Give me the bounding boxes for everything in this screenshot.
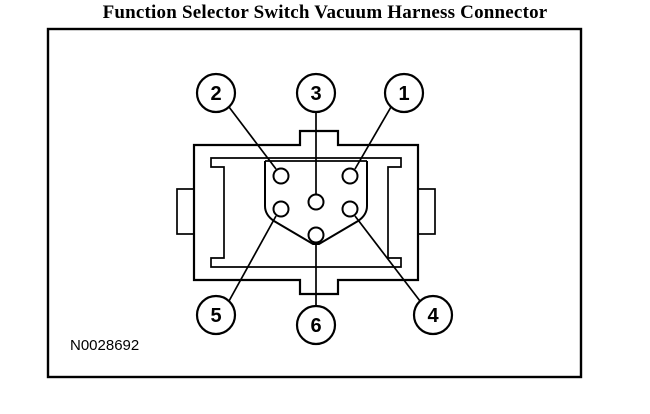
leader-line-group [228,106,421,306]
callout-4[interactable]: 4 [412,294,454,336]
callout-1[interactable]: 1 [383,72,425,114]
callout-2-label: 2 [210,83,221,105]
pin-1[interactable] [341,167,359,185]
callout-group: 1 2 3 4 5 6 [195,72,454,346]
pin-2[interactable] [272,167,290,185]
callout-4-label: 4 [427,305,439,327]
leader-line-2 [228,106,277,170]
pin-5[interactable] [272,200,290,218]
callout-3-circle [295,72,337,114]
callout-3[interactable]: 3 [295,72,337,114]
pin-4[interactable] [341,200,359,218]
callout-1-circle [383,72,425,114]
callout-2[interactable]: 2 [195,72,237,114]
leader-line-1 [354,106,392,170]
pin-6[interactable] [307,226,325,244]
callout-5-circle [195,294,237,336]
callout-4-circle [412,294,454,336]
callout-6-label: 6 [310,315,321,337]
callout-1-label: 1 [398,83,409,105]
connector-body-group [176,129,436,296]
connector-outer-shell [192,129,420,296]
leader-line-4 [354,215,421,302]
callout-6[interactable]: 6 [295,304,337,346]
pin-group [272,167,359,244]
part-number-label: N0028692 [70,337,140,354]
callout-6-circle [295,304,337,346]
connector-left-tab [176,188,196,235]
callout-5[interactable]: 5 [195,294,237,336]
diagram-frame [46,27,583,379]
connector-right-tab [416,188,436,235]
callout-5-label: 5 [210,305,221,327]
callout-2-circle [195,72,237,114]
leader-line-5 [228,215,277,302]
pin-3[interactable] [307,193,325,211]
connector-inner-shell [210,157,402,268]
page-title: Function Selector Switch Vacuum Harness … [102,2,548,23]
callout-3-label: 3 [310,83,321,105]
